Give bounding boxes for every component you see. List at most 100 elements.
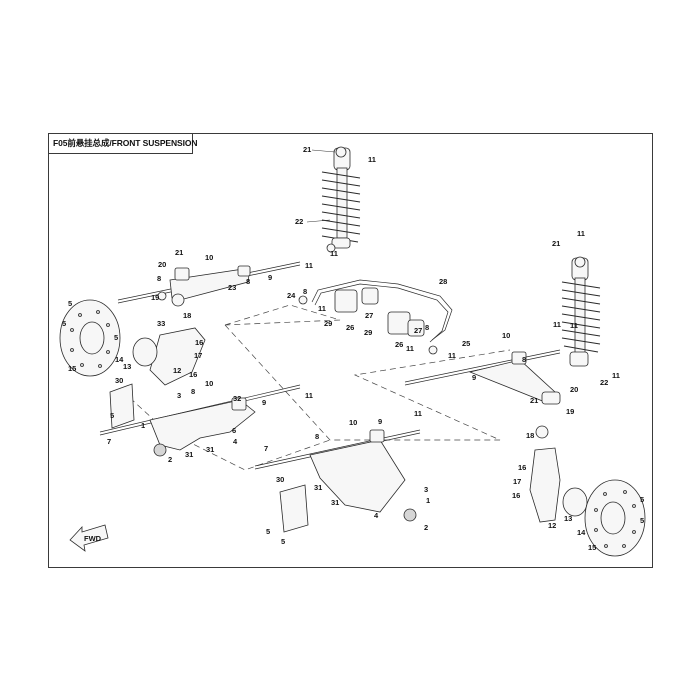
part-callout-number: 24 <box>287 291 296 300</box>
part-callout-number: 32 <box>233 394 241 403</box>
part-callout-number: 8 <box>246 277 250 286</box>
part-callout-number: 10 <box>502 331 510 340</box>
part-callout-number: 5 <box>62 319 66 328</box>
part-callout-number: 21 <box>303 145 311 154</box>
part-callout-number: 11 <box>305 261 313 270</box>
part-callout-number: 1 <box>426 496 430 505</box>
upper-a-arm-right <box>404 349 561 405</box>
callouts-lower-arm-left: 30 7 10 8 32 3 9 11 6 5 1 31 31 2 4 <box>107 376 313 464</box>
callouts-knuckle-left: 5 5 33 18 16 14 13 15 17 16 12 <box>62 311 203 379</box>
part-callout-number: 4 <box>233 437 238 446</box>
part-callout-number: 16 <box>195 338 203 347</box>
part-callout-number: 17 <box>194 351 202 360</box>
part-callout-number: 16 <box>189 370 197 379</box>
part-callout-number: 3 <box>424 485 428 494</box>
part-callout-number: 3 <box>177 391 181 400</box>
part-callout-number: 16 <box>518 463 526 472</box>
callouts-upper-arm-right: 10 11 8 9 20 21 19 <box>472 320 578 416</box>
part-callout-number: 11 <box>330 249 338 258</box>
part-callout-number: 19 <box>151 293 159 302</box>
part-callout-number: 9 <box>268 273 272 282</box>
part-callout-number: 21 <box>552 239 560 248</box>
part-callout-number: 8 <box>191 387 195 396</box>
part-callout-number: 11 <box>553 320 561 329</box>
part-callout-number: 7 <box>107 437 111 446</box>
shock-absorber-right <box>561 256 601 367</box>
part-callout-number: 20 <box>158 260 166 269</box>
part-callout-number: 15 <box>588 543 596 552</box>
lower-a-arm-right <box>254 429 421 533</box>
steering-knuckle-right <box>529 425 588 523</box>
part-callout-number: 13 <box>123 362 131 371</box>
part-callout-number: 18 <box>526 431 534 440</box>
part-callout-number: 11 <box>577 229 585 238</box>
part-callout-number: 31 <box>331 498 339 507</box>
brake-disc-left <box>59 299 121 377</box>
callouts-upper-arm-left: 21 10 20 8 8 9 11 23 5 19 <box>68 248 313 308</box>
part-callout-number: 9 <box>472 373 476 382</box>
part-callout-number: 8 <box>303 287 307 296</box>
part-callout-number: 29 <box>364 328 372 337</box>
part-callout-number: 31 <box>206 445 214 454</box>
part-callout-number: 10 <box>349 418 357 427</box>
part-callout-number: 12 <box>173 366 181 375</box>
part-callout-number: 8 <box>157 274 161 283</box>
callouts-lower-arm-right: 7 8 10 9 11 30 3 31 5 31 4 5 1 2 <box>264 409 430 546</box>
part-callout-number: 5 <box>68 299 72 308</box>
part-callout-number: 22 <box>295 217 303 226</box>
part-callout-number: 30 <box>276 475 284 484</box>
part-callout-number: 14 <box>577 528 586 537</box>
part-callout-number: 31 <box>314 483 322 492</box>
fwd-label: FWD <box>84 534 102 543</box>
callouts-shock-right: 21 11 11 22 11 <box>552 229 620 387</box>
part-callout-number: 8 <box>315 432 319 441</box>
part-callout-number: 33 <box>157 319 165 328</box>
part-callout-number: 20 <box>570 385 578 394</box>
part-callout-number: 30 <box>115 376 123 385</box>
part-callout-number: 31 <box>185 450 193 459</box>
upper-a-arm-left <box>117 261 301 304</box>
part-callout-number: 12 <box>548 521 556 530</box>
part-callout-number: 11 <box>448 351 456 360</box>
part-callout-number: 16 <box>512 491 520 500</box>
part-callout-number: 5 <box>114 333 118 342</box>
callouts-shock-left: 21 11 22 11 <box>295 145 376 258</box>
part-callout-number: 10 <box>205 379 213 388</box>
part-callout-number: 7 <box>264 444 268 453</box>
part-callout-number: 10 <box>205 253 213 262</box>
part-callout-number: 5 <box>266 527 270 536</box>
forward-arrow-icon: FWD <box>69 524 109 552</box>
part-callout-number: 26 <box>346 323 354 332</box>
part-callout-number: 21 <box>175 248 183 257</box>
part-callout-number: 11 <box>305 391 313 400</box>
lower-a-arm-left <box>99 383 301 457</box>
part-callout-number: 11 <box>570 321 578 330</box>
part-callout-number: 5 <box>110 411 114 420</box>
part-callout-number: 5 <box>640 516 644 525</box>
part-callout-number: 4 <box>374 511 379 520</box>
part-callout-number: 5 <box>640 495 644 504</box>
stabilizer-bar <box>298 279 453 355</box>
brake-disc-right <box>584 479 646 557</box>
part-callout-number: 6 <box>232 426 236 435</box>
part-callout-number: 26 <box>395 340 403 349</box>
part-callout-number: 11 <box>612 371 620 380</box>
part-callout-number: 23 <box>228 283 236 292</box>
part-callout-number: 22 <box>600 378 608 387</box>
part-callout-number: 5 <box>281 537 285 546</box>
part-callout-number: 28 <box>439 277 447 286</box>
part-callout-number: 11 <box>406 344 414 353</box>
part-callout-number: 13 <box>564 514 572 523</box>
part-callout-number: 18 <box>183 311 191 320</box>
part-callout-number: 11 <box>318 304 326 313</box>
part-callout-number: 11 <box>414 409 422 418</box>
part-callout-number: 14 <box>115 355 124 364</box>
part-callout-number: 19 <box>566 407 574 416</box>
part-callout-number: 27 <box>414 326 422 335</box>
part-callout-number: 2 <box>168 455 172 464</box>
part-callout-number: 17 <box>513 477 521 486</box>
steering-knuckle-left <box>132 293 206 386</box>
callouts-stabilizer: 28 24 8 11 29 26 27 29 27 26 11 25 11 8 <box>287 277 470 360</box>
shock-absorber-left <box>321 146 361 253</box>
